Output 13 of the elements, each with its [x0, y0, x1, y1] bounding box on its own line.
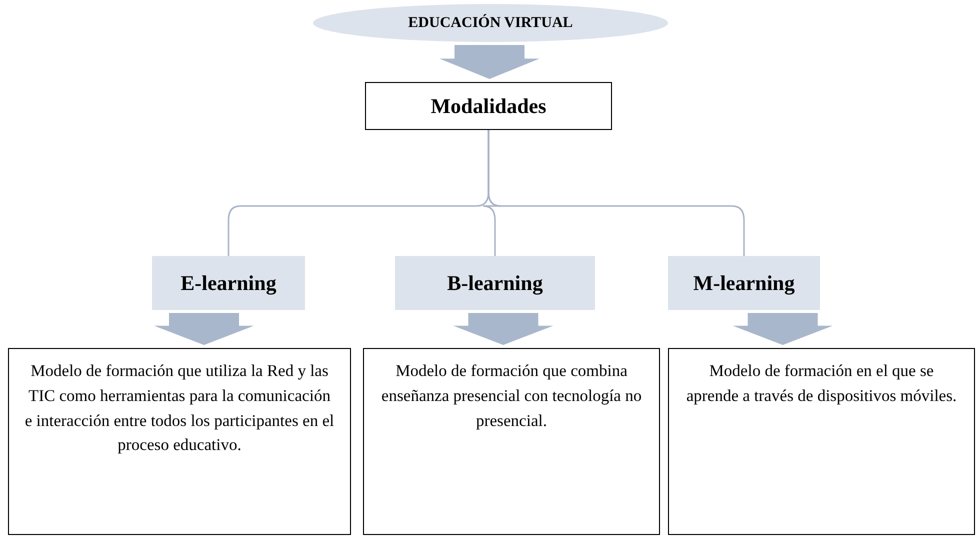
block-arrow: [440, 45, 540, 79]
block-arrow: [453, 313, 554, 345]
modality-banner: B-learning: [395, 256, 595, 310]
block-arrow: [154, 313, 254, 345]
description-box: Modelo de formación que utiliza la Red y las TIC como herramientas para la comunicación e interacción entre todos los participantes en el proceso educativo.: [8, 348, 351, 535]
description-box: Modelo de formación que combina enseñanza presencial con tecnología no presencial.: [363, 348, 660, 535]
description-box: Modelo de formación en el que se aprende a través de dispositivos móviles.: [668, 348, 975, 535]
oval-node: EDUCACIÓN VIRTUAL: [313, 4, 668, 42]
block-arrow: [732, 313, 833, 345]
modality-banner: E-learning: [152, 256, 305, 310]
brace-connector: [488, 130, 745, 256]
modality-banner: M-learning: [668, 256, 820, 310]
category-box: Modalidades: [365, 82, 612, 130]
